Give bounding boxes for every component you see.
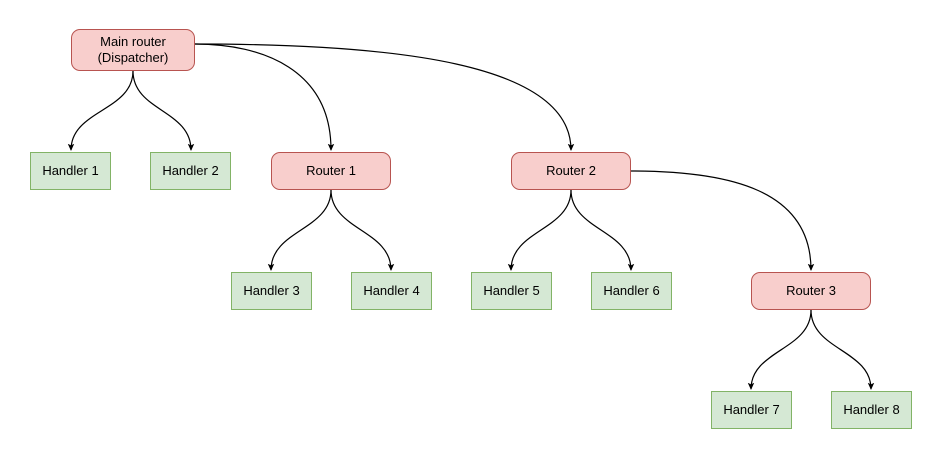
node-label-handler-8: Handler 8: [843, 402, 900, 417]
node-handler-1[interactable]: Handler 1: [30, 152, 111, 190]
node-label-handler-2: Handler 2: [162, 163, 219, 178]
node-handler-2[interactable]: Handler 2: [150, 152, 231, 190]
node-label-router-1: Router 1: [306, 163, 356, 178]
node-label-handler-5: Handler 5: [483, 283, 540, 298]
node-router-1[interactable]: Router 1: [271, 152, 391, 190]
node-router-2[interactable]: Router 2: [511, 152, 631, 190]
node-handler-5[interactable]: Handler 5: [471, 272, 552, 310]
node-label-handler-6: Handler 6: [603, 283, 660, 298]
node-label-router-2: Router 2: [546, 163, 596, 178]
node-handler-8[interactable]: Handler 8: [831, 391, 912, 429]
edge-main-to-handler-1: [67, 70, 134, 151]
node-label-main-router: Main router (Dispatcher): [97, 34, 169, 65]
node-label-router-3: Router 3: [786, 283, 836, 298]
node-label-handler-7: Handler 7: [723, 402, 780, 417]
edge-router-1-to-handler-3: [267, 189, 332, 271]
node-router-3[interactable]: Router 3: [751, 272, 871, 310]
edge-main-to-router-1: [194, 43, 335, 151]
edge-router-2-to-handler-6: [570, 189, 635, 271]
node-handler-4[interactable]: Handler 4: [351, 272, 432, 310]
node-handler-6[interactable]: Handler 6: [591, 272, 672, 310]
node-label-handler-3: Handler 3: [243, 283, 300, 298]
node-label-handler-1: Handler 1: [42, 163, 99, 178]
node-handler-7[interactable]: Handler 7: [711, 391, 792, 429]
edge-router-3-to-handler-7: [747, 309, 812, 390]
edge-router-3-to-handler-8: [810, 309, 875, 390]
node-handler-3[interactable]: Handler 3: [231, 272, 312, 310]
edge-router-2-to-router-3: [630, 170, 815, 271]
edge-router-1-to-handler-4: [330, 189, 395, 271]
edge-router-2-to-handler-5: [507, 189, 572, 271]
edge-main-to-handler-2: [132, 70, 195, 151]
node-main-router[interactable]: Main router (Dispatcher): [71, 29, 195, 71]
edge-main-to-router-2: [194, 43, 575, 151]
node-label-handler-4: Handler 4: [363, 283, 420, 298]
edges-group: [67, 43, 875, 390]
